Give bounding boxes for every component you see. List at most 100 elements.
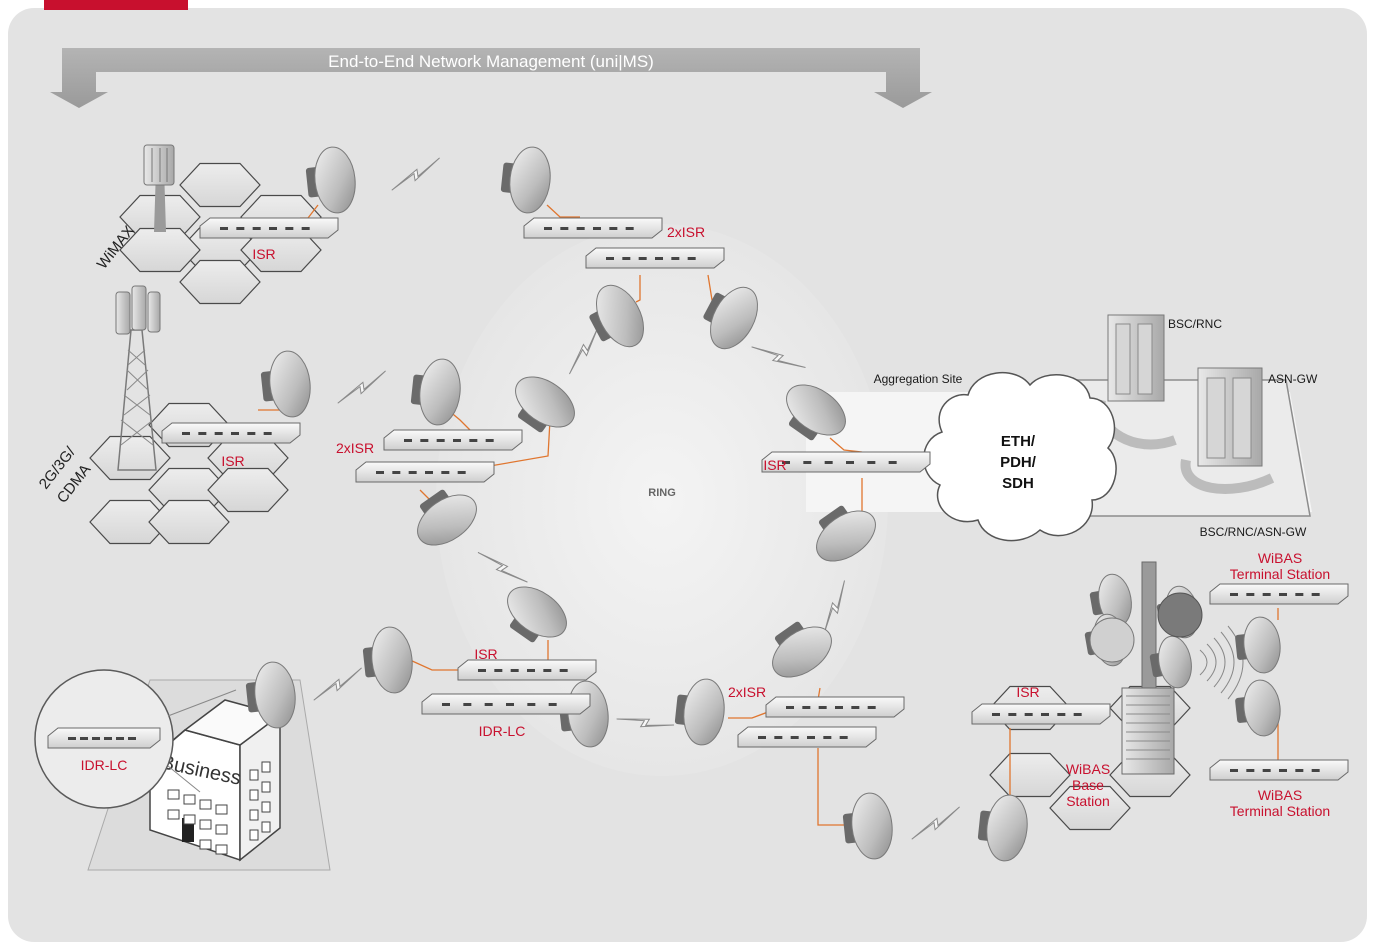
antenna-dish bbox=[1235, 679, 1281, 737]
antenna-dishes bbox=[245, 146, 1281, 862]
indoor-unit bbox=[355, 461, 495, 483]
building-window bbox=[215, 804, 228, 815]
wireless-link bbox=[391, 157, 440, 191]
asn-gw-server bbox=[1180, 367, 1275, 494]
antenna-dish bbox=[1089, 573, 1132, 627]
cable bbox=[829, 437, 863, 453]
hex-cell bbox=[89, 435, 171, 481]
building-window bbox=[183, 794, 196, 805]
indoor-unit bbox=[1209, 583, 1349, 605]
top-2xisr-label: 2xISR bbox=[667, 224, 705, 240]
building-window bbox=[199, 819, 212, 830]
building-window bbox=[215, 844, 228, 855]
building-window bbox=[199, 799, 212, 810]
cable bbox=[546, 204, 580, 218]
antenna-dish bbox=[410, 358, 461, 426]
cable bbox=[635, 275, 641, 303]
wibas-terminal-2-line-2: Terminal Station bbox=[1230, 803, 1330, 819]
antenna-dish bbox=[417, 489, 477, 546]
wibas-tower bbox=[1121, 561, 1175, 775]
management-title: End-to-End Network Management (uni|MS) bbox=[328, 52, 654, 71]
aggregation-site-label: Aggregation Site bbox=[874, 372, 963, 386]
building-window bbox=[261, 801, 271, 813]
building-window bbox=[167, 809, 180, 820]
antenna-dish bbox=[515, 376, 575, 433]
left-2xisr-label: 2xISR bbox=[336, 440, 374, 456]
indoor-unit bbox=[765, 696, 905, 718]
indoor-unit bbox=[761, 451, 931, 473]
antenna-dish bbox=[1149, 635, 1192, 689]
wireless-link bbox=[313, 667, 362, 701]
bottom-isr-label: ISR bbox=[474, 646, 497, 662]
building-window bbox=[261, 821, 271, 833]
cloud-line-3: SDH bbox=[1002, 475, 1034, 492]
building-windows bbox=[167, 761, 271, 855]
business-idr-label: IDR-LC bbox=[81, 757, 128, 773]
indoor-unit bbox=[383, 429, 523, 451]
wireless-link bbox=[616, 718, 675, 728]
cloud-line-2: PDH/ bbox=[1000, 454, 1037, 471]
cable bbox=[728, 711, 769, 719]
wireless-links bbox=[313, 157, 960, 840]
indoor-unit bbox=[737, 726, 877, 748]
hex-cell bbox=[148, 499, 230, 545]
building-window bbox=[183, 814, 196, 825]
indoor-unit bbox=[199, 217, 339, 239]
indoor-unit bbox=[421, 693, 591, 715]
antenna-dish bbox=[977, 794, 1028, 862]
hex-cell bbox=[179, 162, 261, 208]
wireless-link bbox=[751, 346, 806, 368]
indoor-units bbox=[47, 217, 1349, 781]
aggregation-isr-label: ISR bbox=[763, 457, 786, 473]
antenna-dish bbox=[674, 678, 725, 746]
wireless-link bbox=[911, 806, 960, 840]
building-window bbox=[167, 789, 180, 800]
management-bracket-arrow bbox=[50, 48, 932, 108]
bottom-right-2xisr-label: 2xISR bbox=[728, 684, 766, 700]
antenna-dish bbox=[589, 284, 644, 348]
cloud-line-1: ETH/ bbox=[1001, 433, 1036, 450]
wibas-terminal-1-line-1: WiBAS bbox=[1258, 550, 1302, 566]
hex-cell bbox=[179, 259, 261, 305]
wimax-tower bbox=[143, 144, 175, 232]
antenna-dish bbox=[842, 792, 893, 860]
hex-cell bbox=[89, 499, 171, 545]
isr-wimax-label: ISR bbox=[252, 246, 275, 262]
bottom-idr-label: IDR-LC bbox=[479, 723, 526, 739]
antenna-dish bbox=[500, 146, 551, 214]
antenna-dish bbox=[1235, 616, 1281, 674]
wibas-base-line-3: Station bbox=[1066, 793, 1110, 809]
cable bbox=[409, 659, 458, 671]
building-window bbox=[249, 809, 259, 821]
antenna-dish bbox=[507, 586, 567, 643]
indoor-unit bbox=[585, 247, 725, 269]
antenna-dish bbox=[305, 146, 356, 214]
antenna-dish bbox=[362, 626, 413, 694]
antenna-dish bbox=[260, 350, 311, 418]
indoor-unit bbox=[47, 727, 161, 749]
indoor-unit bbox=[1209, 759, 1349, 781]
building-window bbox=[199, 839, 212, 850]
accent-tab bbox=[44, 0, 188, 10]
wibas-terminal-2-line-1: WiBAS bbox=[1258, 787, 1302, 803]
asn-gw-label: ASN-GW bbox=[1268, 372, 1318, 386]
wibas-terminal-1-line-2: Terminal Station bbox=[1230, 566, 1330, 582]
antenna-dish bbox=[1157, 592, 1203, 638]
antenna-dish bbox=[703, 286, 758, 350]
building-window bbox=[215, 824, 228, 835]
wibas-isr-label: ISR bbox=[1016, 684, 1039, 700]
building-window bbox=[261, 781, 271, 793]
building-window bbox=[249, 829, 259, 841]
cdma-tower bbox=[115, 285, 161, 471]
antenna-dish bbox=[772, 621, 832, 678]
antenna-dish bbox=[786, 384, 846, 441]
bsc-rnc-label: BSC/RNC bbox=[1168, 317, 1222, 331]
indoor-unit bbox=[523, 217, 663, 239]
isr-cdma-label: ISR bbox=[221, 453, 244, 469]
ring-label: RING bbox=[648, 487, 676, 499]
cable bbox=[489, 419, 551, 467]
indoor-unit bbox=[457, 659, 597, 681]
platform-label: BSC/RNC/ASN-GW bbox=[1200, 525, 1307, 539]
wireless-link bbox=[823, 580, 845, 635]
